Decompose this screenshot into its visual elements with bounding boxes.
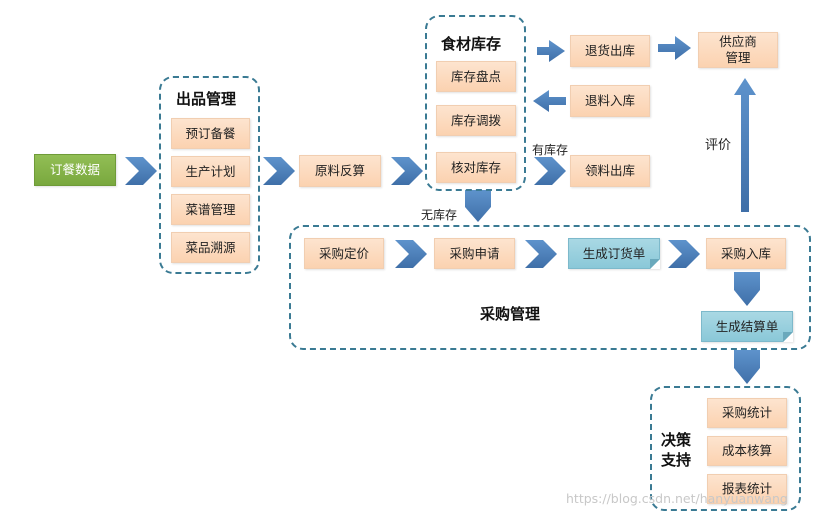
output-management-title: 出品管理 (176, 90, 237, 108)
supplier-label: 供应商 管理 (719, 34, 757, 65)
decision-item-label: 成本核算 (721, 443, 772, 459)
output-item-label: 生产计划 (185, 163, 236, 179)
page-fold-icon (650, 259, 660, 269)
chevron-arrow-order-to-output (125, 157, 157, 185)
arrow-to-supplier (658, 36, 691, 60)
output-item-production-plan: 生产计划 (171, 156, 250, 187)
generate-order-box: 生成订货单 (568, 238, 660, 269)
output-item-dish-tracing: 菜品溯源 (171, 232, 250, 263)
material-calc-box: 原料反算 (299, 155, 381, 187)
arrow-from-return-in (533, 90, 566, 112)
decision-item-cost-accounting: 成本核算 (707, 436, 787, 466)
page-fold-icon (783, 332, 793, 342)
inventory-item-label: 库存盘点 (450, 68, 501, 84)
decision-item-label: 报表统计 (721, 481, 772, 497)
decision-item-purchase-stats: 采购统计 (707, 398, 787, 428)
output-item-label: 菜谱管理 (185, 201, 236, 217)
order-data-label: 订餐数据 (49, 162, 100, 178)
supplier-box: 供应商 管理 (698, 32, 778, 68)
arrow-to-return-out (537, 40, 565, 62)
chevron-arrow-to-pick-out (534, 157, 566, 185)
return-out-label: 退货出库 (584, 43, 635, 59)
purchase-price-label: 采购定价 (318, 245, 369, 261)
has-stock-label: 有库存 (532, 143, 569, 157)
purchase-management-group (289, 225, 811, 350)
down-arrow-no-stock (465, 190, 491, 222)
purchase-management-title: 采购管理 (480, 305, 541, 323)
decision-item-label: 采购统计 (721, 405, 772, 421)
chevron-arrow-order-to-instock (668, 240, 700, 268)
order-data-box: 订餐数据 (34, 154, 116, 186)
inventory-item-stocktake: 库存盘点 (436, 61, 516, 92)
output-item-recipe-management: 菜谱管理 (171, 194, 250, 225)
return-in-box: 退料入库 (570, 85, 650, 117)
chevron-arrow-calc-to-inventory (391, 157, 423, 185)
pick-out-label: 领料出库 (584, 163, 635, 179)
generate-order-label: 生成订货单 (582, 245, 646, 261)
purchase-request-box: 采购申请 (434, 238, 515, 269)
return-in-label: 退料入库 (584, 93, 635, 109)
down-arrow-to-decision (734, 350, 760, 384)
chevron-arrow-request-to-order (525, 240, 557, 268)
material-calc-label: 原料反算 (314, 163, 365, 179)
evaluate-label: 评价 (705, 138, 732, 153)
arrow-up-evaluate (734, 78, 756, 212)
inventory-item-transfer: 库存调拨 (436, 105, 516, 136)
purchase-in-box: 采购入库 (706, 238, 786, 269)
inventory-group (425, 15, 526, 191)
watermark-text: https://blog.csdn.net/hanyuanwang (566, 491, 788, 506)
generate-settlement-label: 生成结算单 (715, 318, 779, 334)
pick-out-box: 领料出库 (570, 155, 650, 187)
decision-support-group (650, 386, 801, 511)
inventory-title: 食材库存 (441, 35, 502, 53)
generate-settlement-box: 生成结算单 (701, 311, 793, 342)
purchase-in-label: 采购入库 (720, 245, 771, 261)
inventory-item-label: 库存调拨 (450, 112, 501, 128)
down-arrow-instock-to-settlement (734, 272, 760, 306)
inventory-item-label: 核对库存 (450, 159, 501, 175)
no-stock-label: 无库存 (421, 208, 458, 222)
output-item-label: 预订备餐 (185, 125, 236, 141)
output-item-label: 菜品溯源 (185, 239, 236, 255)
output-management-group (159, 76, 260, 274)
purchase-request-label: 采购申请 (449, 245, 500, 261)
decision-item-report-stats: 报表统计 (707, 474, 787, 504)
decision-support-title: 决策 支持 (661, 431, 692, 470)
chevron-arrow-price-to-request (395, 240, 427, 268)
output-item-prebooking: 预订备餐 (171, 118, 250, 149)
chevron-arrow-output-to-calc (263, 157, 295, 185)
purchase-price-box: 采购定价 (304, 238, 384, 269)
inventory-item-check: 核对库存 (436, 152, 516, 183)
return-out-box: 退货出库 (570, 35, 650, 67)
